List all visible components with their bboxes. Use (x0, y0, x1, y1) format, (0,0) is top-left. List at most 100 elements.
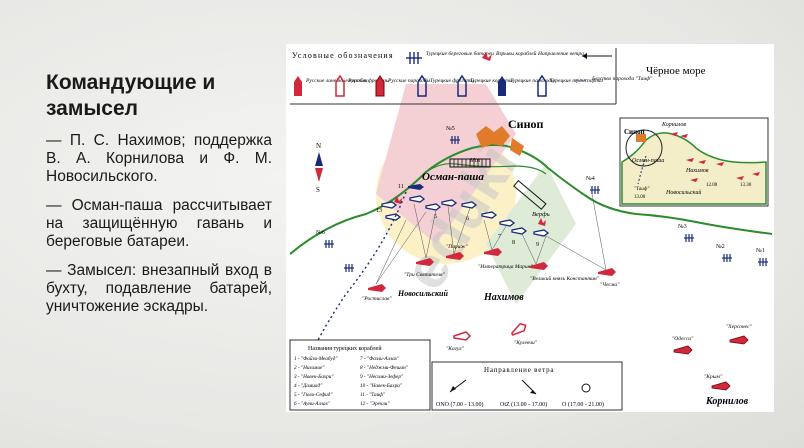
ship-kulevchi: "Кулевчи" (514, 340, 538, 346)
inset-kornilov-label: Корнилов (661, 122, 686, 128)
inset-osman-label: Осман-паша (632, 158, 664, 164)
battery-5: №5 (446, 126, 455, 132)
wind-box: Направление ветра ONO (7.00 - 13.00) OtZ… (431, 361, 623, 411)
wind-arrow-icon (582, 53, 612, 59)
tl-10: 10 - "Навек-Бахри" (360, 383, 403, 389)
tl-6: 6 - "Ауни-Аллах" (294, 401, 331, 407)
osman-label: Осман-паша (422, 171, 484, 183)
legend-wind: Направление ветра (537, 51, 584, 57)
ship-konstantin: "Великий князь Константин" (530, 275, 600, 282)
ship-parizh: "Париж" (446, 244, 469, 250)
inset-time-2: 12.00 (706, 183, 718, 188)
tl-8: 8 - "Неджми-Фешан" (360, 364, 409, 371)
ship-krym: "Крым" (704, 374, 723, 380)
tn-13: 13 (376, 208, 382, 214)
legend-tr-transport: Турецкие транспорты (550, 78, 603, 84)
tn-8: 8 (512, 240, 515, 246)
russian-line-ship-icon (294, 76, 302, 96)
inset-taif-label: "Таиф" (634, 187, 650, 192)
turkish-corvette-icon (457, 74, 467, 97)
verf-label: Верфь (532, 211, 550, 218)
legend-tr-corvette: Турецкие корветы (470, 78, 513, 84)
battle-map-svg: eduki Условные обозначения Турецкие бере… (289, 48, 773, 411)
turkish-list-heading: Названия турецких кораблей (308, 345, 382, 352)
battery-icon (406, 52, 422, 64)
wind-heading: Направление ветра (484, 366, 554, 374)
tl-5: 5 - "Гюли-Сефид" (294, 391, 333, 398)
russian-ships (368, 248, 616, 292)
turkish-steamer-taif (408, 184, 424, 190)
legend-ru-steamer: Русские пароходы (387, 77, 430, 84)
tn-5: 5 (434, 214, 437, 220)
tl-9: 9 - "Несими-Зефер" (360, 373, 404, 380)
russian-frigate-icon (335, 74, 345, 97)
battery-6: №6 (316, 230, 325, 236)
inset-map: Синоп Осман-паша Нахимов Новосильский Ко… (619, 117, 769, 207)
battery-markers (324, 136, 768, 272)
paragraph-plan: — Замысел: внезапный вход в бухту, подав… (46, 262, 272, 315)
legend-taif: Бегство парохода "Таиф" (591, 75, 653, 82)
ship-rostislav: "Ростислав" (362, 296, 392, 302)
text-panel: Командующие и замысел — П. С. Нахимов; п… (46, 70, 272, 327)
legend-tr-frigate: Турецкие фрегаты (430, 77, 474, 84)
black-sea-label: Чёрное море (646, 65, 706, 77)
explosion-icon (482, 52, 492, 61)
battery-3: №3 (678, 224, 687, 230)
kornilov-label: Корнилов (705, 396, 749, 407)
slide-title: Командующие и замысел (46, 71, 216, 120)
novosilsky-label: Новосильский (397, 289, 449, 298)
battery-2: №2 (716, 244, 725, 250)
ship-imperatrica: "Императрица Мария" (478, 264, 533, 270)
turkish-frigate-icon (417, 74, 427, 97)
legend-explosions: Взрывы кораблей (496, 50, 537, 57)
russian-ship-labels: "Париж" "Императрица Мария" "Три Святите… (362, 244, 752, 380)
battery-labels: №5 №4 №6 №3 №2 №1 (316, 126, 765, 254)
tl-2: 2 - "Низамие" (294, 365, 325, 371)
tn-6: 6 (466, 216, 469, 222)
russian-steamer-icon (375, 75, 385, 97)
inset-nakhimov-label: Нахимов (685, 168, 709, 174)
legend: Условные обозначения Турецкие береговые … (290, 48, 653, 105)
explosions (394, 196, 546, 226)
battle-map: eduki Условные обозначения Турецкие бере… (286, 44, 774, 412)
wind-otz: OtZ (13.00 - 17.00) (500, 401, 547, 408)
tl-11: 11 - "Таиф" (360, 391, 386, 398)
legend-tr-steamer: Турецкие пароходы (510, 77, 555, 84)
verf-pier (513, 179, 547, 210)
turkish-steamer-icon (498, 76, 506, 96)
sinop-label: Синоп (508, 117, 543, 131)
battery-4: №4 (586, 176, 595, 182)
ship-odessa: "Одесса" (672, 335, 694, 342)
tl-4: 4 - "Дамиад" (294, 382, 323, 389)
legend-ru-frigate: Русские фрегаты (347, 77, 390, 84)
compass-s: S (316, 186, 320, 194)
russian-steamers (673, 335, 749, 391)
inset-novosilsky-label: Новосильский (665, 189, 701, 196)
fire-lines (375, 193, 607, 285)
compass: N S (315, 142, 323, 194)
tl-7: 7 - "Фазли-Аллах" (360, 356, 400, 362)
turkish-ship-list: Названия турецких кораблей 1 - "Файзи-Ме… (289, 339, 431, 411)
paragraph-osman: — Осман-паша рассчитывает на защищённую … (46, 197, 272, 250)
legend-batteries: Турецкие береговые батареи (426, 50, 494, 57)
tn-9: 9 (536, 242, 539, 248)
wind-calm-icon (581, 383, 591, 393)
turkish-ships (381, 195, 550, 237)
paragraph-commanders: — П. С. Нахимов; поддержка В. А. Корнило… (46, 132, 272, 185)
ship-khersones: "Херсонес" (726, 324, 752, 330)
battery-1: №1 (756, 248, 765, 254)
inset-time-1: 13.00 (634, 195, 646, 200)
nakhimov-label: Нахимов (483, 292, 524, 303)
inset-time-3: 13.30 (740, 183, 752, 188)
inset-sinop-label: Синоп (624, 128, 645, 136)
mol-label: Мол (469, 158, 481, 164)
wind-ono: ONO (7.00 - 13.00) (436, 401, 484, 408)
tl-12: 12 - "Эрекли" (360, 401, 390, 407)
ship-kagul: "Кагул" (446, 346, 465, 352)
wind-o: O (17.00 - 21.00) (562, 401, 604, 408)
ship-chesma: "Чесма" (600, 282, 620, 288)
tn-11: 11 (398, 184, 404, 190)
legend-heading: Условные обозначения (292, 51, 394, 60)
tl-1: 1 - "Файзи-Меабуд" (294, 355, 338, 362)
ship-tri-svyatitelya: "Три Святителя" (404, 272, 446, 278)
